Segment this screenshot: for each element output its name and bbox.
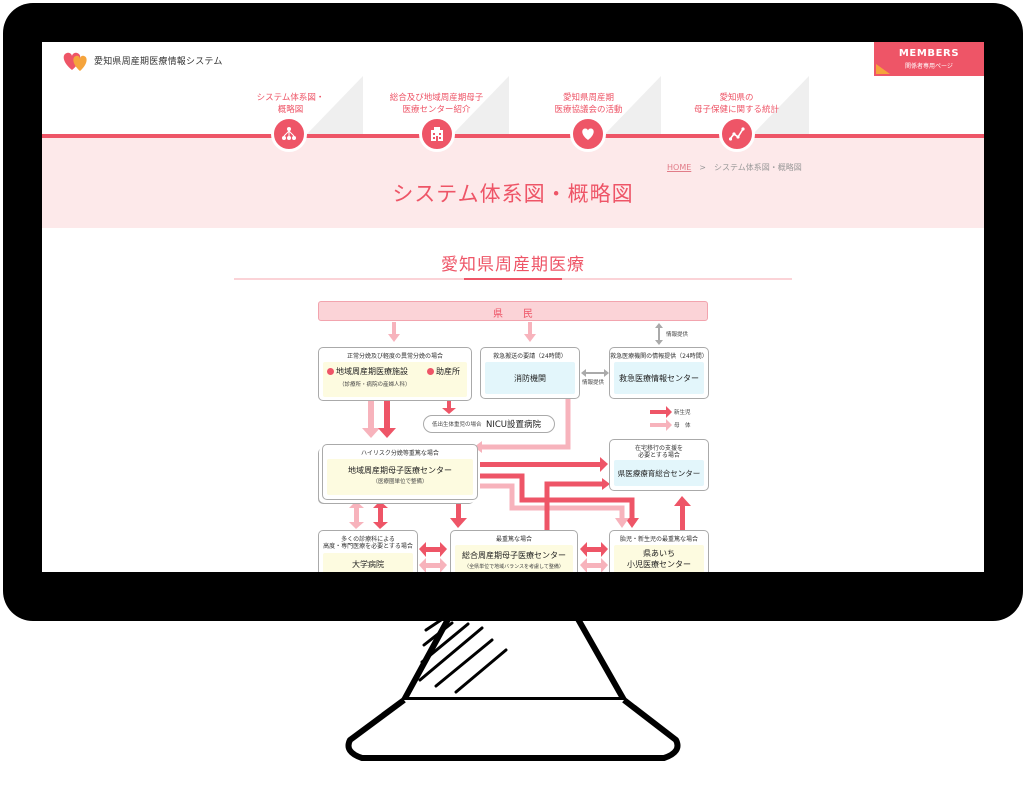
- arrow-mother-down: [368, 400, 374, 430]
- nav-label: 愛知県周産期 医療協議会の活動: [554, 93, 623, 115]
- nav-item-centers[interactable]: 総合及び地域周産期母子 医療センター紹介: [364, 76, 509, 134]
- regional-center-name: 地域周産期母子医療センター: [348, 466, 452, 475]
- box-header-1: 多くの診療科による: [341, 536, 395, 543]
- heart-logo-icon[interactable]: [60, 50, 92, 72]
- nav-decoration: [307, 76, 363, 134]
- box-body: 地域周産期医療施設 助産所 （診療所・病院の産婦人科）: [323, 362, 467, 397]
- rehab-center-name: 県医療療育総合センター: [617, 469, 701, 478]
- members-corner-decoration: [876, 64, 890, 74]
- box-body: 大学病院: [323, 553, 413, 572]
- emergency-info-center-name: 救急医療情報センター: [619, 374, 699, 383]
- local-facility-name: 地域周産期医療施設: [327, 366, 408, 377]
- box-general-center: 最重篤な場合 総合周産期母子医療センター （全県単位で地域バランスを考慮して整備…: [450, 530, 578, 572]
- nicu-header: 低出生体重児の場合: [432, 422, 482, 428]
- members-button[interactable]: MEMBERS 関係者専用ページ: [874, 42, 984, 76]
- title-band: [42, 138, 984, 228]
- breadcrumb-separator: >: [699, 163, 706, 172]
- citizens-down-arrows: [388, 322, 536, 342]
- diagram-arrows: [349, 322, 691, 572]
- midwife-name: 助産所: [427, 366, 460, 377]
- members-sublabel: 関係者専用ページ: [905, 63, 953, 70]
- box-body: 県あいち 小児医療センター: [614, 545, 704, 572]
- info-provision-label: 情報提供: [666, 332, 689, 338]
- box-body: 総合周産期母子医療センター （全県単位で地域バランスを考慮して整備）: [455, 545, 573, 572]
- breadcrumb: HOME > システム体系図・概略図: [667, 162, 802, 173]
- box-header: 救急医療機関の情報提供（24時間）: [610, 353, 708, 360]
- nav-decoration: [453, 76, 509, 134]
- general-center-name: 総合周産期母子医療センター: [462, 551, 566, 560]
- general-center-note: （全県単位で地域バランスを考慮して整備）: [464, 564, 564, 570]
- box-body: 救急医療情報センター: [614, 362, 704, 394]
- box-header-2: 必要とする場合: [638, 452, 680, 459]
- box-university-hospital: 多くの診療科による 高度・専門医療を必要とする場合 大学病院: [318, 530, 418, 572]
- nav-label: 総合及び地域周産期母子 医療センター紹介: [389, 93, 484, 115]
- box-body: 県医療療育総合センター: [614, 460, 704, 486]
- line-chart-icon[interactable]: [719, 116, 755, 152]
- box-fire-department: 救急搬送の要請（24時間） 消防機関: [480, 347, 580, 399]
- legend-mother: 母 体: [674, 423, 691, 429]
- children-hospital-name-2: 小児医療センター: [627, 560, 691, 569]
- nav-rule: [42, 134, 984, 138]
- members-label: MEMBERS: [898, 48, 960, 59]
- page-title: システム体系図・概略図: [392, 182, 634, 206]
- hospital-icon[interactable]: [419, 116, 455, 152]
- nav-item-council[interactable]: 愛知県周産期 医療協議会の活動: [516, 76, 661, 134]
- fire-department-name: 消防機関: [514, 374, 546, 383]
- nicu-name: NICU設置病院: [486, 420, 542, 430]
- box-header: 救急搬送の要請（24時間）: [493, 353, 567, 360]
- info-provision-arrow-horizontal: [581, 369, 609, 377]
- children-hospital-name-1: 県あいち: [643, 549, 675, 558]
- nav-item-system-diagram[interactable]: システム体系図・ 概略図: [218, 76, 363, 134]
- network-icon[interactable]: [271, 116, 307, 152]
- box-header: ハイリスク分娩等重篤な場合: [361, 450, 439, 457]
- bullet-dot-icon: [427, 368, 434, 375]
- info-provision-arrow: [655, 323, 663, 345]
- box-header-2: 高度・専門医療を必要とする場合: [323, 543, 413, 550]
- nav-decoration: [753, 76, 809, 134]
- box-header: 胎児・新生児の最重篤な場合: [619, 536, 698, 543]
- box-rehab-center: 在宅移行の支援を 必要とする場合 県医療療育総合センター: [609, 439, 709, 491]
- citizens-bar: 県 民: [318, 301, 708, 321]
- local-facility-note: （診療所・病院の産婦人科）: [339, 382, 411, 388]
- box-body: 消防機関: [485, 362, 575, 394]
- section-underline-accent: [464, 278, 562, 280]
- box-children-hospital: 胎児・新生児の最重篤な場合 県あいち 小児医療センター: [609, 530, 709, 572]
- info-provision-label-2: 情報提供: [582, 380, 605, 386]
- box-local-facility: 正常分娩及び軽度の異常分娩の場合 地域周産期医療施設 助産所 （診療所・病院の産…: [318, 347, 472, 401]
- nav-decoration: [605, 76, 661, 134]
- screen: 愛知県周産期医療情報システム MEMBERS 関係者専用ページ システム体系図・…: [42, 42, 984, 572]
- bullet-dot-icon: [327, 368, 334, 375]
- site-title[interactable]: 愛知県周産期医療情報システム: [94, 57, 223, 67]
- box-header: 最重篤な場合: [495, 536, 532, 543]
- section-title: 愛知県周産期医療: [441, 255, 585, 275]
- nav-label: 愛知県の 母子保健に関する統計: [693, 93, 779, 115]
- legend-newborn: 新生児: [674, 410, 691, 416]
- arrow-newborn-down: [384, 400, 390, 430]
- breadcrumb-home-link[interactable]: HOME: [667, 163, 692, 172]
- nav-item-statistics[interactable]: 愛知県の 母子保健に関する統計: [664, 76, 809, 134]
- nav-label: システム体系図・ 概略図: [256, 93, 325, 115]
- regional-center-note: （医療圏単位で整備）: [372, 479, 428, 485]
- box-header: 正常分娩及び軽度の異常分娩の場合: [346, 353, 443, 360]
- breadcrumb-current: システム体系図・概略図: [713, 163, 802, 172]
- box-header-1: 在宅移行の支援を: [634, 445, 683, 452]
- heart-icon[interactable]: [570, 116, 606, 152]
- university-hospital-name: 大学病院: [352, 560, 384, 569]
- box-nicu-hospital: 低出生体重児の場合 NICU設置病院: [423, 415, 555, 433]
- box-emergency-info-center: 救急医療機関の情報提供（24時間） 救急医療情報センター: [609, 347, 709, 399]
- box-regional-center: ハイリスク分娩等重篤な場合 地域周産期母子医療センター （医療圏単位で整備）: [322, 444, 478, 500]
- box-body: 地域周産期母子医療センター （医療圏単位で整備）: [327, 459, 473, 495]
- citizens-label: 県 民: [493, 309, 533, 320]
